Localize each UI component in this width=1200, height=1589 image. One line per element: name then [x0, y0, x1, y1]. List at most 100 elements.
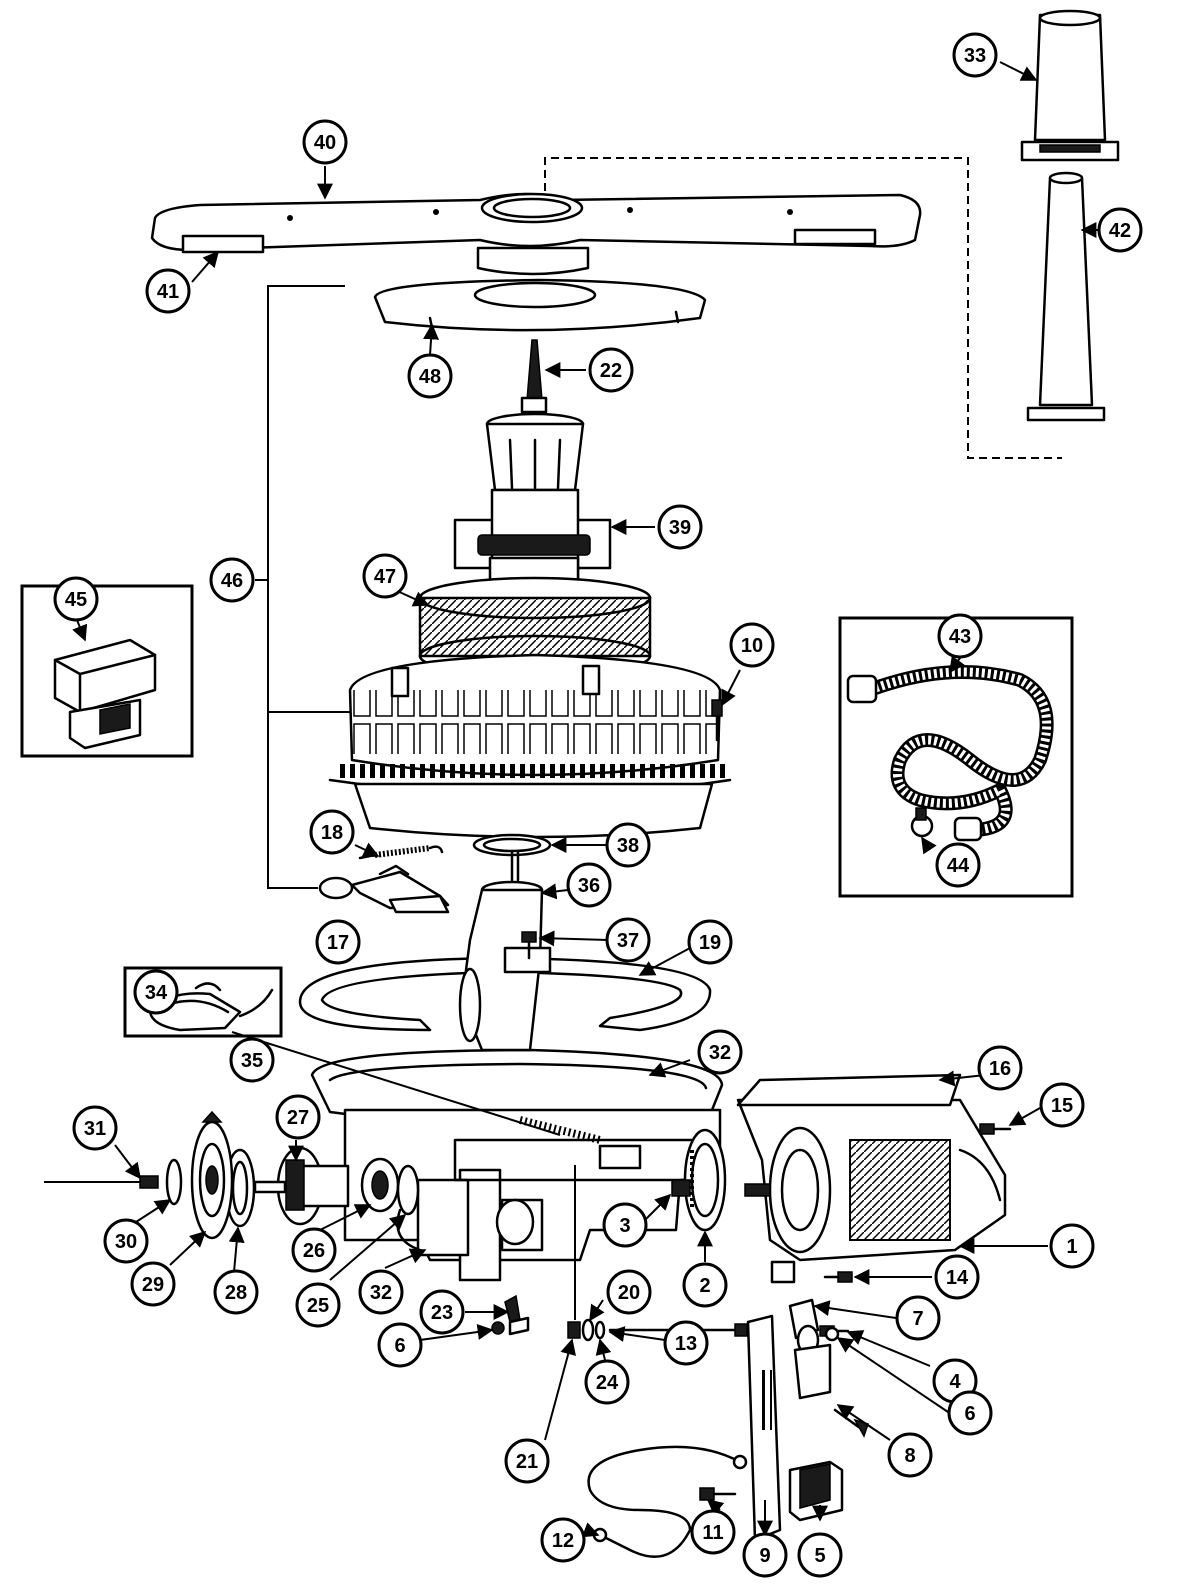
- callout-number: 12: [552, 1530, 574, 1552]
- callout-circle: [362, 553, 408, 599]
- callout-number: 9: [759, 1545, 770, 1567]
- callout-25: 25: [295, 1282, 341, 1328]
- part-44-hose-clamp: [910, 807, 934, 838]
- part-17-float-arm: [318, 864, 450, 914]
- callout-circle: [53, 576, 99, 622]
- callout-circle: [935, 842, 981, 888]
- callout-circle: [682, 1262, 728, 1308]
- callout-circle: [1049, 1223, 1095, 1269]
- callout-39: 39: [657, 504, 703, 550]
- callout-circle: [302, 119, 348, 165]
- callout-number: 37: [617, 930, 639, 952]
- callout-number: 6: [964, 1403, 975, 1425]
- callout-number: 32: [370, 1282, 392, 1304]
- part-9-bracket: [746, 1314, 782, 1542]
- callout-number: 17: [327, 932, 349, 954]
- part-6-screw-left: [491, 1321, 505, 1335]
- callout-5: 5: [797, 1532, 843, 1578]
- part-27-impeller: [253, 1146, 350, 1226]
- callout-13: 13: [663, 1320, 709, 1366]
- callout-number: 1: [1066, 1236, 1077, 1258]
- callout-circle: [977, 1045, 1023, 1091]
- group-46-bracket: [255, 285, 350, 889]
- callout-19: 19: [687, 919, 733, 965]
- callout-8: 8: [887, 1432, 933, 1478]
- part-39-pump-housing: [453, 412, 612, 587]
- part-3-nut: [671, 1179, 691, 1197]
- part-2-fan: [683, 1128, 727, 1232]
- callout-2: 2: [682, 1262, 728, 1308]
- callout-circle: [895, 1295, 941, 1341]
- callout-number: 16: [989, 1058, 1011, 1080]
- part-36-riser: [458, 880, 552, 1052]
- callout-number: 43: [949, 626, 971, 648]
- part-11-terminal: [699, 1487, 737, 1501]
- callout-circle: [605, 917, 651, 963]
- callout-circle: [937, 613, 983, 659]
- callout-circle: [291, 1227, 337, 1273]
- part-48-cover-plate: [373, 278, 707, 332]
- part-20-washer: [581, 1318, 595, 1342]
- part-14-screw: [823, 1271, 853, 1283]
- callout-17: 17: [315, 919, 361, 965]
- callout-circle: [315, 919, 361, 965]
- callout-38: 38: [605, 822, 651, 868]
- callout-number: 41: [157, 281, 179, 303]
- callout-circle: [72, 1105, 118, 1151]
- callout-circle: [229, 1037, 275, 1083]
- callout-circle: [358, 1269, 404, 1315]
- callout-32a: 32: [697, 1029, 743, 1075]
- callout-22: 22: [588, 347, 634, 393]
- part-10-screw: [711, 699, 723, 742]
- part-30-washer: [165, 1158, 183, 1206]
- callout-number: 26: [303, 1240, 325, 1262]
- callout-number: 39: [669, 517, 691, 539]
- callout-circle: [145, 268, 191, 314]
- callout-23: 23: [419, 1289, 465, 1335]
- callout-number: 23: [431, 1302, 453, 1324]
- callout-43: 43: [937, 613, 983, 659]
- callout-circle: [407, 353, 453, 399]
- callout-40: 40: [302, 119, 348, 165]
- callout-37: 37: [605, 917, 651, 963]
- part-5-solenoid: [788, 1460, 844, 1522]
- callout-circle: [588, 347, 634, 393]
- part-37-screw: [521, 931, 537, 960]
- callout-42: 42: [1097, 207, 1143, 253]
- callout-circle: [690, 1509, 736, 1555]
- callout-circle: [130, 1261, 176, 1307]
- callout-number: 34: [145, 982, 168, 1004]
- callout-number: 44: [947, 855, 970, 877]
- callout-circle: [887, 1432, 933, 1478]
- part-43-drain-hose: [846, 665, 1054, 842]
- callout-number: 22: [600, 360, 622, 382]
- part-42-tower-pipe: [544, 157, 1106, 459]
- part-15-screw: [979, 1123, 1012, 1135]
- callout-3: 3: [602, 1202, 648, 1248]
- callout-47: 47: [362, 553, 408, 599]
- callout-number: 11: [702, 1522, 723, 1544]
- callout-number: 29: [142, 1274, 164, 1296]
- part-33-filter-tower: [1020, 9, 1120, 162]
- part-45-frame: [20, 584, 194, 758]
- callout-layer: [72, 61, 1099, 1538]
- callout-number: 14: [946, 1267, 969, 1289]
- callout-7: 7: [895, 1295, 941, 1341]
- callout-18: 18: [309, 809, 355, 855]
- callout-circle: [947, 1390, 993, 1436]
- callout-number: 32: [709, 1042, 731, 1064]
- callout-number: 6: [394, 1335, 405, 1357]
- callout-9: 9: [742, 1532, 788, 1578]
- callout-21: 21: [504, 1438, 550, 1484]
- callout-48: 48: [407, 353, 453, 399]
- callout-number: 45: [65, 589, 87, 611]
- callout-number: 7: [912, 1308, 923, 1330]
- callout-number: 42: [1109, 220, 1131, 242]
- callout-circle: [663, 1320, 709, 1366]
- callout-circle: [566, 862, 612, 908]
- callout-number: 3: [619, 1215, 630, 1237]
- callout-36: 36: [566, 862, 612, 908]
- callout-number: 25: [307, 1295, 329, 1317]
- part-29-pump-cover: [190, 1110, 234, 1240]
